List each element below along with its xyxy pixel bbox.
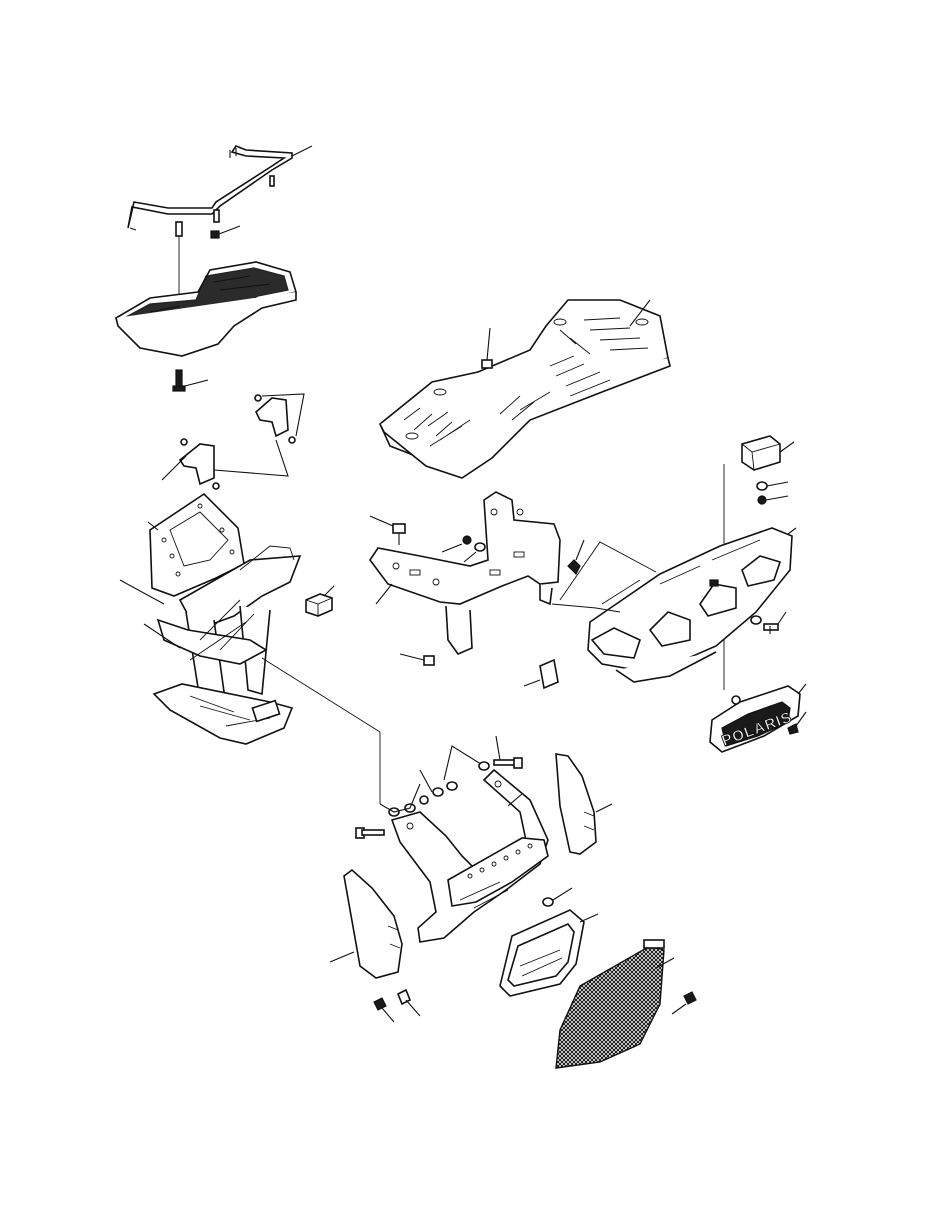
leader-frame-2 [119,579,165,605]
bracket-clip [567,559,581,576]
leader-guard-bolt-right [495,735,501,761]
mesh-screen [555,939,665,1069]
leader-clip [575,539,585,561]
grille-frame [499,909,585,997]
rack-bottom-bolt [172,369,186,392]
guard-bolt-left [355,827,385,839]
leader-side-panel-left [329,951,355,963]
leader-mesh-screw [671,1003,687,1015]
leader-grille-frame [579,913,599,923]
leader-bumper-pad [523,679,541,687]
leader-frame-1 [147,521,159,531]
leader-side-panel-right [595,803,613,813]
side-panel-left [343,868,403,979]
leader-light-washer [766,481,789,487]
brush-guard-frame [390,768,549,943]
rack-support-bracket [369,491,561,655]
leader-panel-screw [381,1007,395,1023]
leader-bumper-mount [551,541,657,613]
headlight [741,435,781,471]
bumper-pad [539,658,559,690]
polaris-decal-plate: POLARIS [709,685,801,753]
leader-foam-block [323,585,335,597]
leader-rack-rail [291,145,313,157]
front-rack-bolt [481,327,493,369]
leader-grille-nut [552,887,573,901]
rack-bracket-lower [178,438,220,490]
leader-bolt-top [369,515,394,527]
leader-mesh [655,957,675,969]
leader-panel-clip [405,999,421,1017]
leader-nuts-mid [419,745,485,793]
leader-bracket-upper [261,393,305,437]
guard-nuts-mid [419,781,458,805]
leader-bumper [787,527,797,535]
rear-rack-rail [127,145,293,237]
leader-front-rack [629,299,651,327]
front-frame-assembly [149,492,302,745]
side-panel-right [555,753,597,855]
rear-cargo-rack-small [114,261,298,357]
leader-decal [797,683,807,695]
leader-headlight [779,441,795,453]
leader-support-bracket [375,583,393,605]
headlight-fasteners [756,481,768,505]
leader-light-nut [765,495,789,501]
guard-bolt-right [478,757,523,771]
bracket-bolt-top [392,523,406,545]
leader-rack-bolt [184,379,209,387]
bracket-nut-washer [462,535,486,552]
front-cargo-rack [379,299,671,479]
panel-screw-left [373,997,387,1011]
grille-nut [542,897,554,907]
bumper-bolt-washer [750,615,779,634]
rack-nut [210,230,220,239]
leader-brush-guard [507,793,523,807]
leader-nut [441,543,463,553]
leader-washers-left [379,783,421,813]
bracket-bolt-lower [399,653,435,666]
leader-decal-screw [795,711,807,727]
mesh-screw [683,991,697,1005]
leader-frame-3 [143,623,181,649]
leader-bumper-bolt [777,611,787,625]
foam-block [305,593,333,617]
rack-bracket-upper [254,394,296,444]
front-bumper-fascia [587,527,793,683]
leader-bracket-lower [161,439,289,481]
leader-washer [463,551,477,563]
decal-screw [787,723,799,735]
leader-rack-nut [218,225,241,235]
leader-frame-to-bumper [261,657,381,733]
